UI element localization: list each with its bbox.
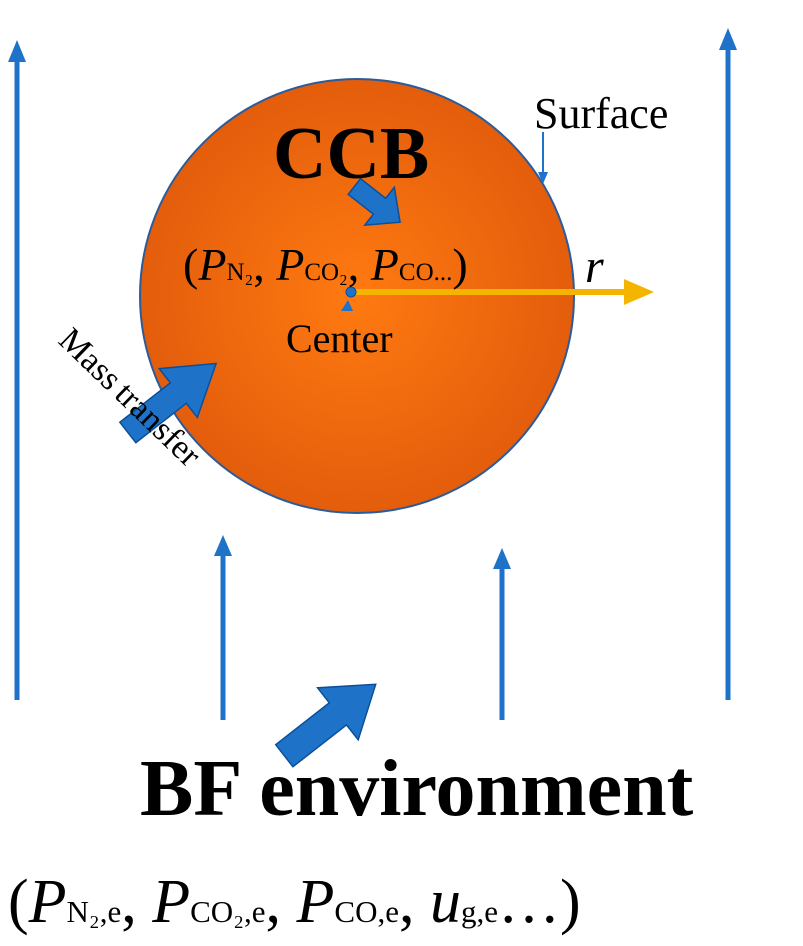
inner-pressure-list: (PN₂, PCO₂, PCO...) xyxy=(183,239,468,290)
flow-arrow-inner-left xyxy=(214,535,232,720)
bulk-transfer-arrow xyxy=(274,683,377,768)
flow-arrow-right xyxy=(719,28,737,700)
flow-arrow-left xyxy=(8,40,26,700)
center-label: Center xyxy=(286,316,393,361)
mass-transfer-arrow xyxy=(118,362,218,444)
environment-title: BF environment xyxy=(140,745,694,833)
center-pointer xyxy=(341,300,353,311)
ccb-title: CCB xyxy=(273,113,429,195)
surface-label: Surface xyxy=(534,89,668,138)
ccb-ball xyxy=(139,78,575,514)
surface-pointer xyxy=(538,132,548,184)
radius-label: r xyxy=(585,240,604,293)
center-point xyxy=(345,286,357,298)
environment-params: (PN₂,e, PCO₂,e, PCO,e, ug,e…) xyxy=(8,868,581,936)
mass-transfer-label-line1: Mass xyxy=(51,321,128,397)
radius-arrow xyxy=(351,279,654,305)
flow-arrow-inner-right xyxy=(493,548,511,720)
gas-flow-arrows xyxy=(8,28,737,720)
ccb-inward-arrow xyxy=(347,177,401,227)
